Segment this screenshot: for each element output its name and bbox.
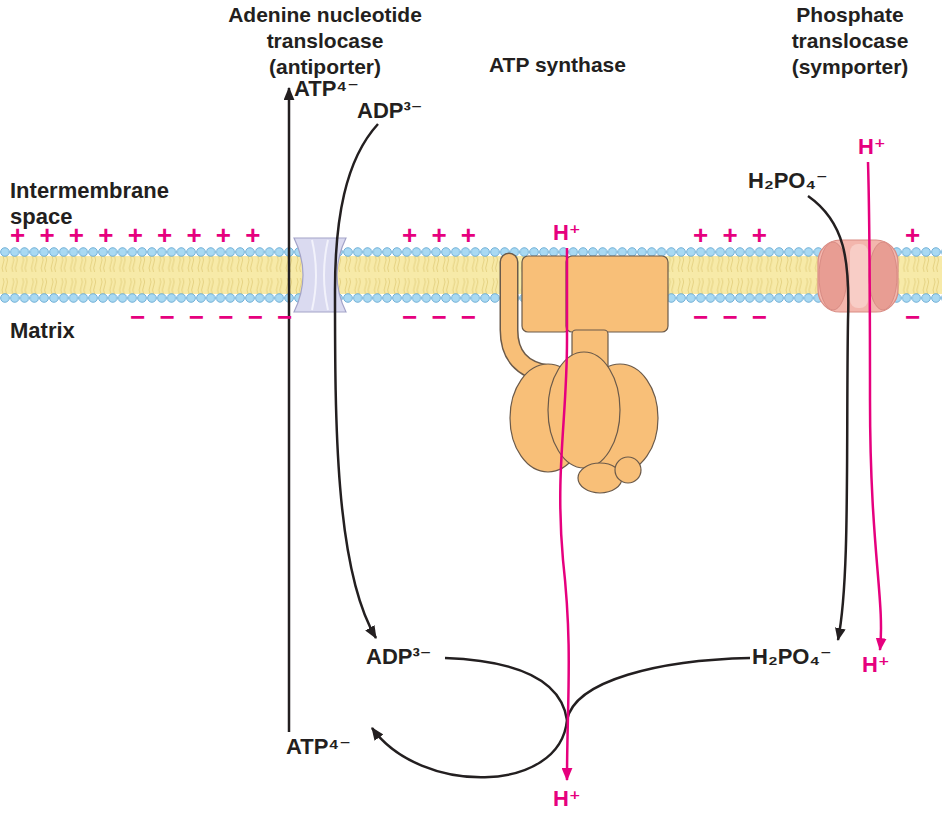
symporter-body xyxy=(818,240,898,312)
charge-signs: − − − xyxy=(693,304,767,330)
atp-synthase-complex: ATP synthase xyxy=(470,50,680,495)
atp-product-arrow xyxy=(372,720,567,777)
adp-merge-line xyxy=(445,658,567,720)
protein-outline xyxy=(470,50,680,495)
lipid-core xyxy=(0,256,942,294)
symporter-pore xyxy=(850,244,868,308)
f1-head-lobe xyxy=(615,457,641,483)
charge-signs: − − − xyxy=(402,304,476,330)
molecule-label: ATP⁴⁻ xyxy=(294,76,359,102)
region-label: Matrix xyxy=(10,318,75,344)
phosphate-import-arrow xyxy=(808,196,848,640)
charge-signs: + + + xyxy=(693,222,767,248)
proton-symport-arrow xyxy=(868,162,881,650)
antiporter-protein: Adenine nucleotide translocase (antiport… xyxy=(210,0,440,320)
lipid-tails xyxy=(0,256,942,294)
antiporter-body xyxy=(294,238,346,312)
lipid-heads-outer xyxy=(0,247,942,257)
lipid-heads-inner xyxy=(0,293,942,303)
phosphate-merge-line xyxy=(567,658,750,720)
symporter-lobe xyxy=(819,242,847,310)
atp-export-arrow xyxy=(288,88,291,732)
symporter-protein: Phosphate translocase (symporter) xyxy=(770,0,930,320)
charge-signs: − xyxy=(905,304,920,330)
molecule-label: ADP³⁻ xyxy=(366,644,431,670)
protein-heading: ATP synthase xyxy=(470,52,645,78)
fo-subunit-a xyxy=(522,256,570,332)
proton-label: H⁺ xyxy=(553,220,581,246)
protein-heading: Adenine nucleotide translocase (antiport… xyxy=(210,2,440,80)
antiporter-channel xyxy=(312,240,328,310)
charge-signs: + xyxy=(905,222,920,248)
charge-signs: + + + + + + + + + xyxy=(10,222,260,248)
adp-import-arrow xyxy=(335,124,378,638)
molecule-label: ADP³⁻ xyxy=(357,98,422,124)
protein-heading: Phosphate translocase (symporter) xyxy=(770,2,930,80)
fo-c-ring xyxy=(566,256,668,332)
molecule-label: ATP⁴⁻ xyxy=(286,734,351,760)
symporter-lobe xyxy=(869,242,897,310)
proton-label: H⁺ xyxy=(858,134,886,160)
charge-signs: − − − − − − xyxy=(130,304,292,330)
charge-signs: + + + xyxy=(402,222,476,248)
f1-head-lobe xyxy=(548,352,620,468)
proton-label: H⁺ xyxy=(862,652,890,678)
molecule-label: H₂PO₄⁻ xyxy=(748,168,828,194)
molecule-label: H₂PO₄⁻ xyxy=(752,644,832,670)
proton-label: H⁺ xyxy=(553,786,581,812)
